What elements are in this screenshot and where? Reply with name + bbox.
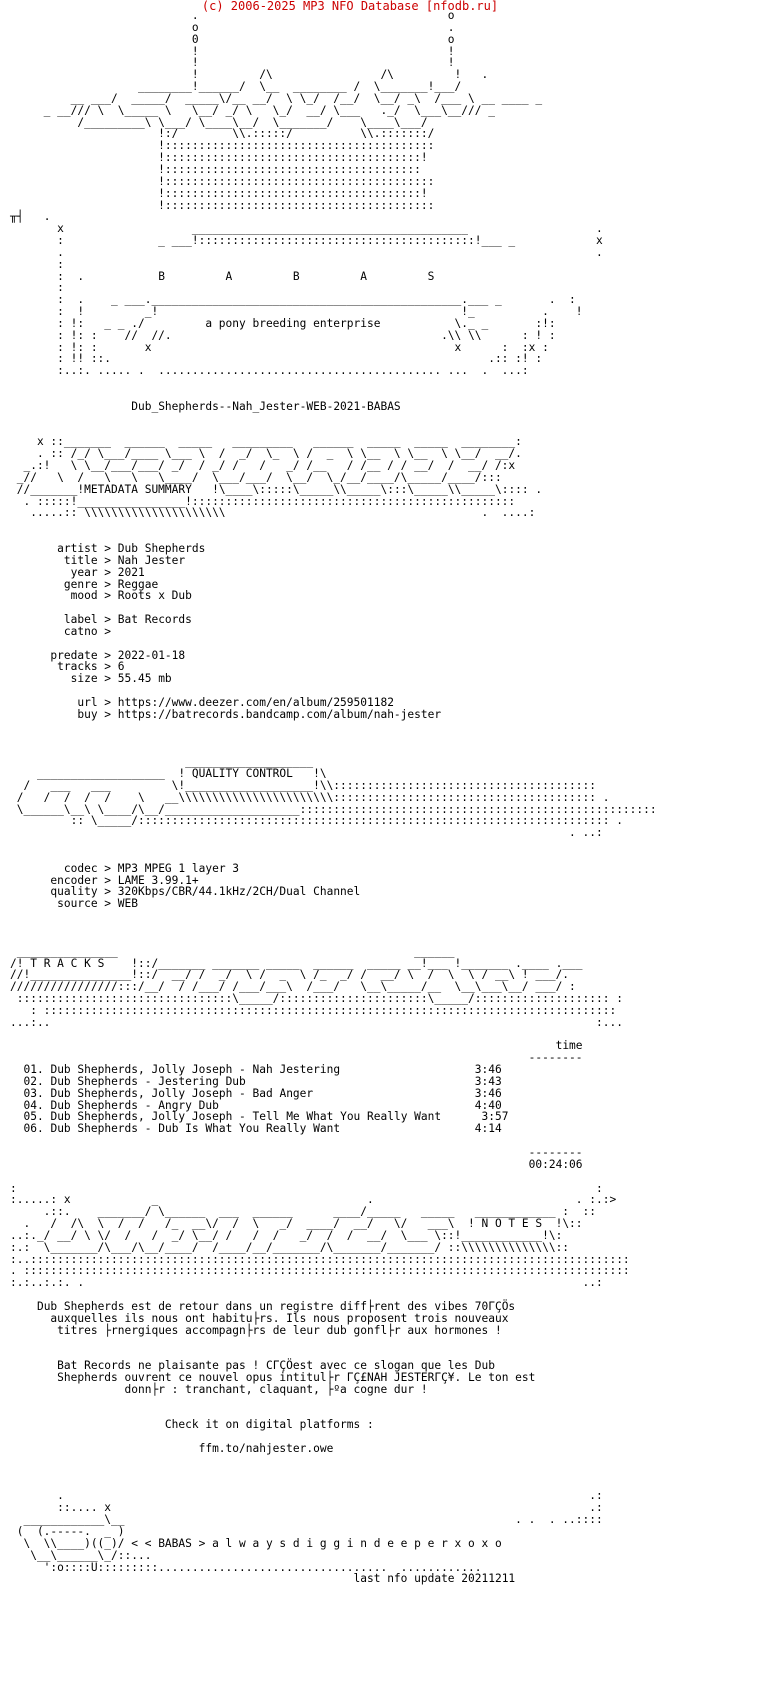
metadata-row-title: title > <box>10 553 118 567</box>
logo-tagline: a pony breeding enterprise <box>205 316 381 330</box>
metadata-row-tracks: tracks > <box>10 660 118 674</box>
track-row: 06. <box>23 1122 44 1136</box>
notes-line: titres ├rnergiques accompagn├rs de leur … <box>57 1323 502 1337</box>
metadata-row-buy: buy > <box>10 707 118 721</box>
track-row: 03. <box>23 1086 44 1100</box>
track-title: Dub Shepherds, Jolly Joseph - Tell Me Wh… <box>50 1110 442 1124</box>
metadata-value: 6 <box>117 660 125 674</box>
quality-row-quality: quality > <box>10 885 118 899</box>
quality-row-codec: codec > <box>10 861 118 875</box>
track-row: 01. <box>23 1063 44 1077</box>
metadata-value: 55.45 mb <box>117 672 172 686</box>
track-time: 3:46 <box>474 1063 502 1077</box>
logo-art: . o o . 0 o <box>43 9 543 212</box>
quality-row-source: source > <box>10 897 118 911</box>
track-title: Dub Shepherds - Jestering Dub <box>50 1074 246 1088</box>
metadata-row-label: label > <box>10 613 118 627</box>
track-time: 3:57 <box>481 1110 509 1124</box>
url-link[interactable]: https://www.deezer.com/en/album/25950118… <box>117 695 394 709</box>
notes-line: Bat Records ne plaisante pas ! CΓÇÖest a… <box>57 1359 495 1373</box>
track-row: 02. <box>23 1074 44 1088</box>
track-time: 3:43 <box>474 1074 502 1088</box>
section-quality: QUALITY CONTROL <box>191 767 293 780</box>
quality-list: codec > MP3 MPEG 1 layer 3 encoder > LAM… <box>10 861 657 911</box>
track-row: 04. <box>23 1098 44 1112</box>
track-time: 3:46 <box>474 1086 502 1100</box>
metadata-row-genre: genre > <box>10 577 118 591</box>
check-it-text: Check it on digital platforms : <box>164 1418 374 1432</box>
track-title: Dub Shepherds - Dub Is What You Really W… <box>50 1122 341 1136</box>
section-tracks: T R A C K S <box>30 956 105 970</box>
metadata-value: Nah Jester <box>117 553 186 567</box>
metadata-row-url: url > <box>10 695 118 709</box>
metadata-row-year: year > <box>10 565 118 579</box>
last-update: last nfo update 20211211 <box>353 1572 516 1586</box>
track-time: 4:40 <box>474 1098 502 1112</box>
track-title: Dub Shepherds, Jolly Joseph - Bad Anger <box>50 1086 314 1100</box>
metadata-value: Bat Records <box>117 613 192 627</box>
quality-value: MP3 MPEG 1 layer 3 <box>117 861 240 875</box>
track-title: Dub Shepherds, Jolly Joseph - Nah Jester… <box>50 1063 341 1077</box>
metadata-value: 2021 <box>117 565 145 579</box>
notes-p1: Dub Shepherds est de retour dans un regi… <box>10 1301 657 1337</box>
metadata-row-mood: mood > <box>10 589 118 603</box>
track-title: Dub Shepherds - Angry Dub <box>50 1098 219 1112</box>
quality-value: LAME 3.99.1+ <box>117 873 199 887</box>
track-list: 01. Dub Shepherds, Jolly Joseph - Nah Je… <box>10 1064 657 1135</box>
notes-p2: Bat Records ne plaisante pas ! CΓÇÖest a… <box>10 1360 657 1396</box>
side-mark: ╥┤ <box>10 210 24 224</box>
time-header: time <box>555 1039 583 1053</box>
total-time: 00:24:06 <box>528 1157 583 1171</box>
footer-slogan: < < BABAS > a l w a y s d i g g i n d e … <box>131 1536 502 1550</box>
metadata-row-catno: catno > <box>10 624 118 638</box>
metadata-list: artist > Dub Shepherds title > Nah Jeste… <box>10 543 657 721</box>
metadata-row-predate: predate > <box>10 648 118 662</box>
track-time: 4:14 <box>474 1122 502 1136</box>
quality-row-encoder: encoder > <box>10 873 118 887</box>
track-row: 05. <box>23 1110 44 1124</box>
logo-letters: B A B A S <box>158 269 435 283</box>
section-notes: N O T E S <box>481 1217 543 1231</box>
nfodb-header: (c) 2006-2025 MP3 NFO Database [nfodb.ru… <box>201 0 499 13</box>
section-metadata: METADATA SUMMARY <box>84 482 192 496</box>
notes-line: donn├r : tranchant, claquant, ├ºa cogne … <box>124 1382 428 1396</box>
metadata-row-size: size > <box>10 672 118 686</box>
notes-line: Shepherds ouvrent ce nouvel opus intitul… <box>57 1371 536 1385</box>
nfo-document: . o o . 0 o <box>10 9 657 1586</box>
release-name: Dub_Shepherds--Nah_Jester-WEB-2021-BABAS <box>131 399 401 413</box>
metadata-row-artist: artist > <box>10 541 118 555</box>
quality-value: WEB <box>117 897 138 911</box>
metadata-value: 2022-01-18 <box>117 648 186 662</box>
notes-line: auxquelles ils nous ont habitu├rs. Ils n… <box>50 1311 509 1325</box>
ffm-link[interactable]: ffm.to/nahjester.owe <box>198 1442 334 1456</box>
metadata-value: Reggae <box>117 577 159 591</box>
notes-line: Dub Shepherds est de retour dans un regi… <box>36 1299 516 1313</box>
quality-value: 320Kbps/CBR/44.1kHz/2CH/Dual Channel <box>117 885 361 899</box>
metadata-value: Dub Shepherds <box>117 541 206 555</box>
metadata-value: Roots x Dub <box>117 589 192 603</box>
buy-link[interactable]: https://batrecords.bandcamp.com/album/na… <box>117 707 442 721</box>
